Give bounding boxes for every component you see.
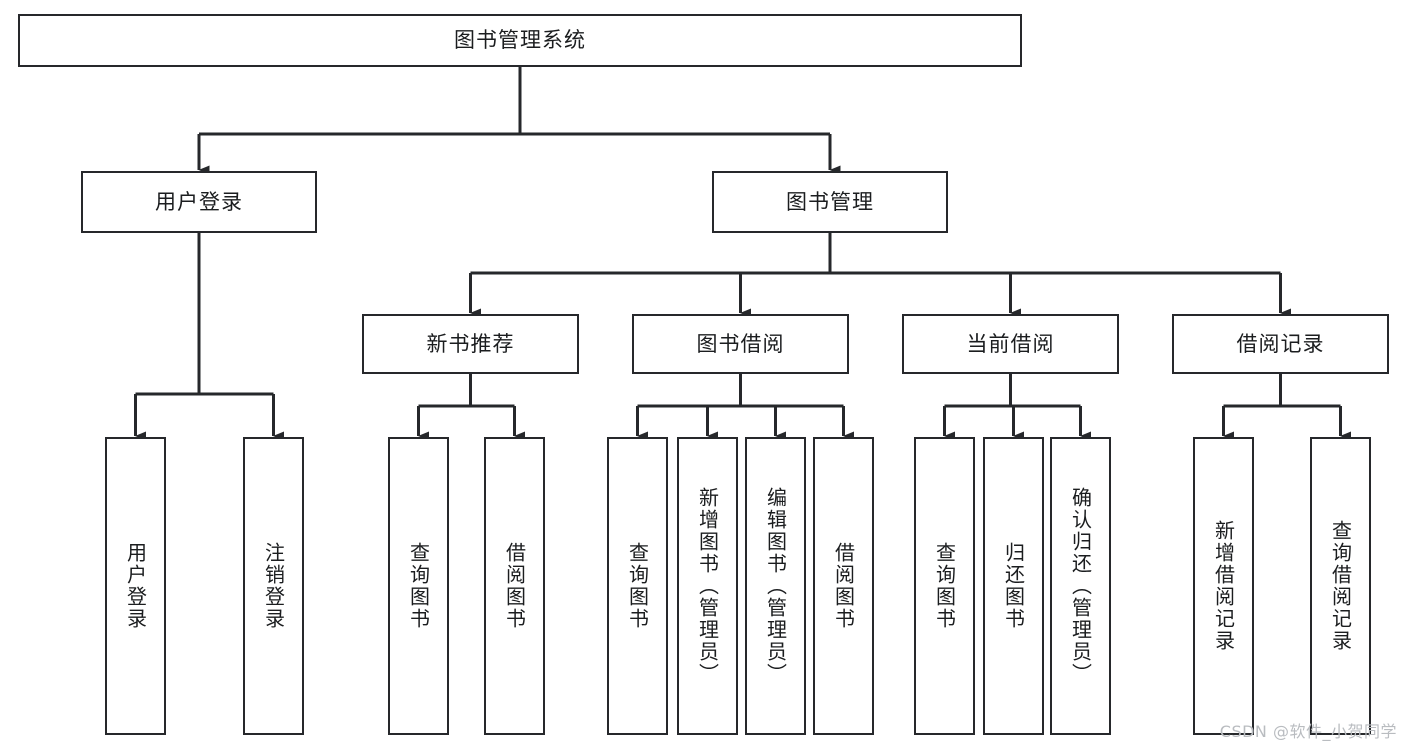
node-label: 新增图书（管理员） <box>695 487 720 685</box>
node-leaf-query-record[interactable]: 查询借阅记录 <box>1310 437 1371 735</box>
node-leaf-query-book-3[interactable]: 查询图书 <box>914 437 975 735</box>
node-label: 用户登录 <box>123 542 148 630</box>
node-leaf-borrow-book-2[interactable]: 借阅图书 <box>813 437 874 735</box>
node-new-book-rec[interactable]: 新书推荐 <box>362 314 579 374</box>
node-leaf-query-book-2[interactable]: 查询图书 <box>607 437 668 735</box>
node-label: 借阅记录 <box>1236 331 1325 356</box>
node-borrow-record[interactable]: 借阅记录 <box>1172 314 1389 374</box>
node-book-manage[interactable]: 图书管理 <box>712 171 948 233</box>
node-label: 编辑图书（管理员） <box>763 487 788 685</box>
node-label: 查询图书 <box>932 542 957 630</box>
node-leaf-return-book[interactable]: 归还图书 <box>983 437 1044 735</box>
node-label: 查询图书 <box>406 542 431 630</box>
node-label: 注销登录 <box>261 542 286 630</box>
node-label: 用户登录 <box>155 189 243 214</box>
node-user-login[interactable]: 用户登录 <box>81 171 317 233</box>
node-leaf-borrow-book-1[interactable]: 借阅图书 <box>484 437 545 735</box>
node-label: 新增借阅记录 <box>1211 520 1236 652</box>
node-label: 确认归还（管理员） <box>1068 487 1093 685</box>
node-current-borrow[interactable]: 当前借阅 <box>902 314 1119 374</box>
node-label: 新书推荐 <box>426 331 515 356</box>
node-leaf-add-book[interactable]: 新增图书（管理员） <box>677 437 738 735</box>
node-label: 借阅图书 <box>502 542 527 630</box>
node-leaf-query-book-1[interactable]: 查询图书 <box>388 437 449 735</box>
node-leaf-confirm-return[interactable]: 确认归还（管理员） <box>1050 437 1111 735</box>
node-leaf-user-login[interactable]: 用户登录 <box>105 437 166 735</box>
node-label: 查询借阅记录 <box>1328 520 1353 652</box>
node-leaf-logout[interactable]: 注销登录 <box>243 437 304 735</box>
node-root[interactable]: 图书管理系统 <box>18 14 1022 67</box>
node-leaf-add-record[interactable]: 新增借阅记录 <box>1193 437 1254 735</box>
node-label: 图书管理 <box>786 189 874 214</box>
node-label: 图书管理系统 <box>454 28 586 52</box>
node-label: 归还图书 <box>1001 542 1026 630</box>
node-leaf-edit-book[interactable]: 编辑图书（管理员） <box>745 437 806 735</box>
node-label: 借阅图书 <box>831 542 856 630</box>
node-label: 查询图书 <box>625 542 650 630</box>
node-label: 图书借阅 <box>696 331 785 356</box>
node-label: 当前借阅 <box>966 331 1055 356</box>
node-book-borrow[interactable]: 图书借阅 <box>632 314 849 374</box>
connector-lines <box>134 67 1351 441</box>
